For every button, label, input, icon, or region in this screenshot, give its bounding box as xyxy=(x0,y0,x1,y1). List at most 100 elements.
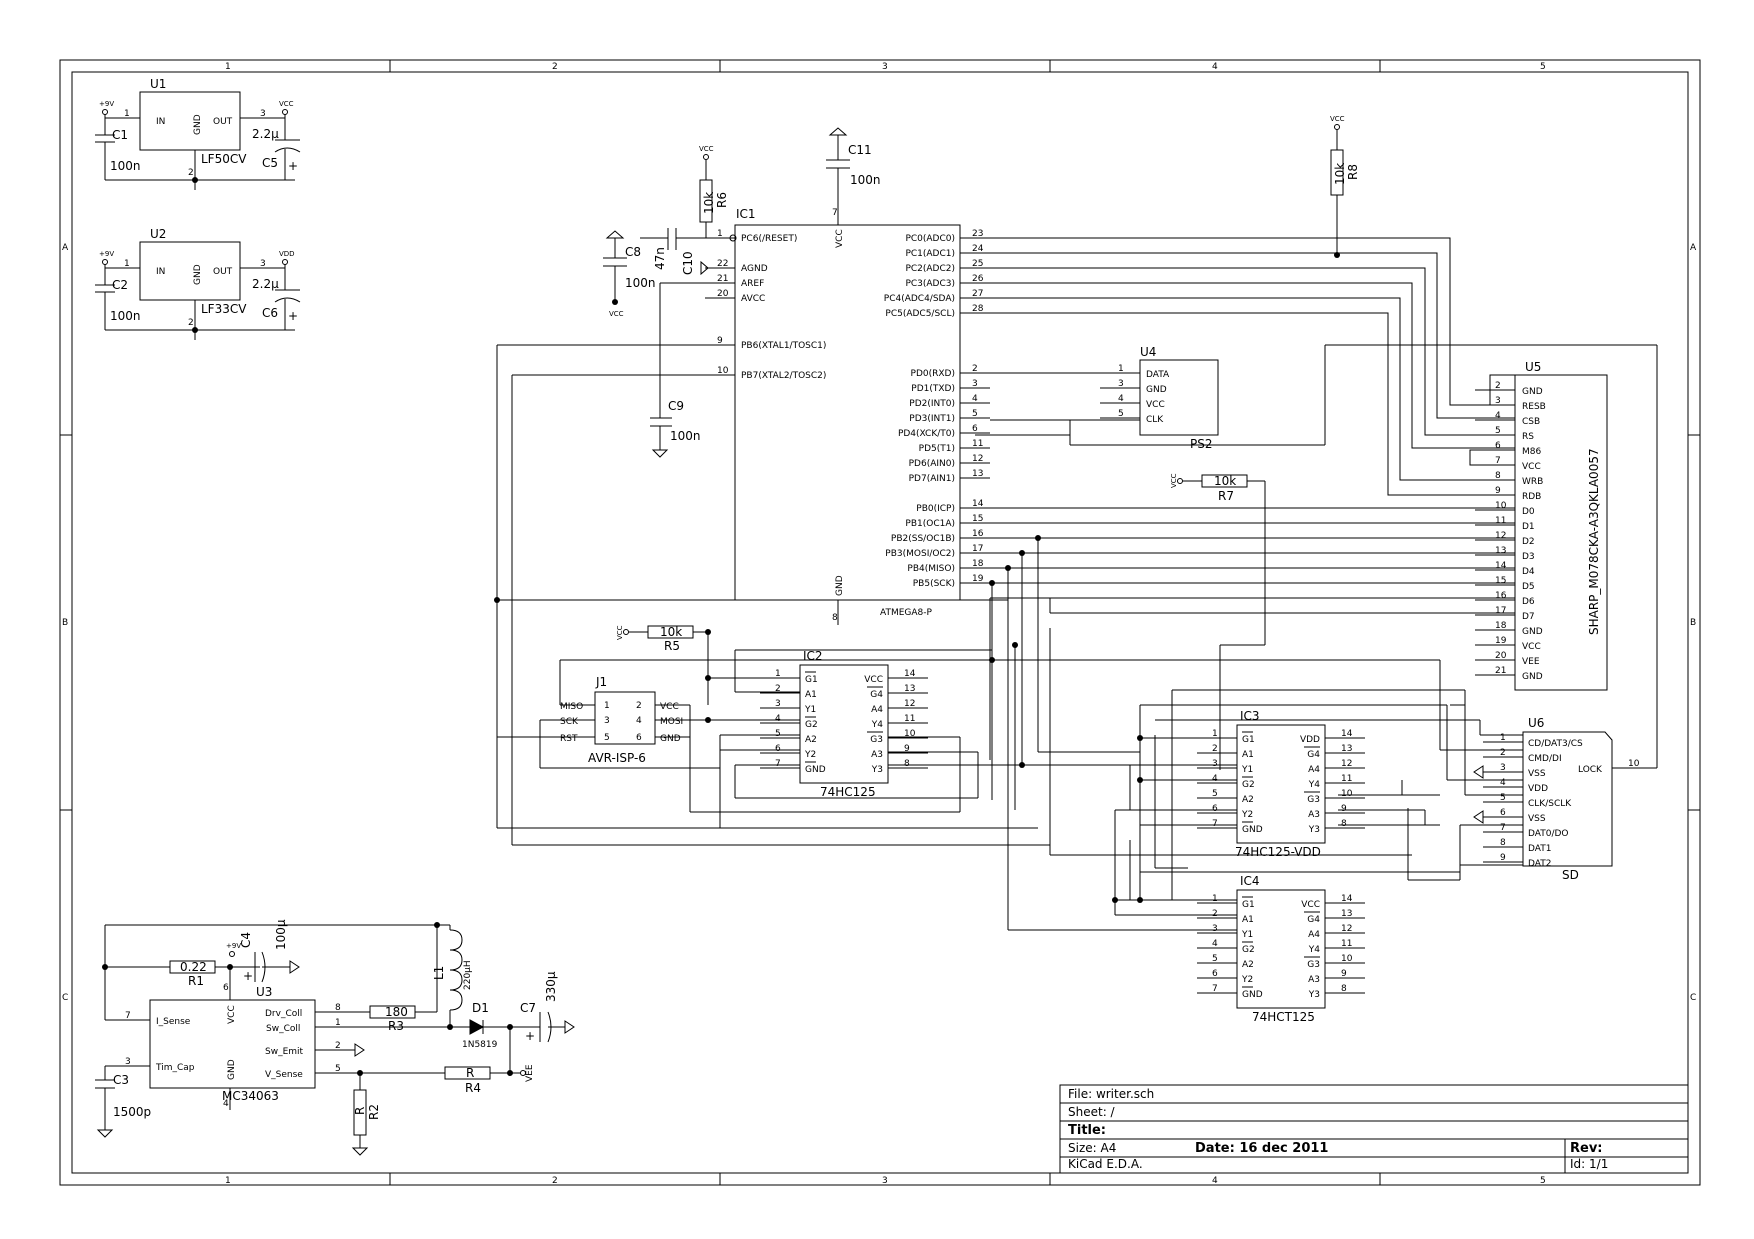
pin-name: G1 xyxy=(1242,900,1255,910)
svg-text:7: 7 xyxy=(125,1011,131,1021)
pin-number: 2 xyxy=(636,701,642,711)
pin-name: PD7(AIN1) xyxy=(909,474,955,484)
svg-text:MC34063: MC34063 xyxy=(222,1089,279,1103)
pin-name: GND xyxy=(660,734,681,744)
svg-text:VCC: VCC xyxy=(1330,115,1345,123)
pin-name: A2 xyxy=(1242,960,1254,970)
row-label: B xyxy=(62,618,68,628)
pin-number: 18 xyxy=(972,559,984,569)
svg-text:C11: C11 xyxy=(848,143,872,157)
pin-number: 7 xyxy=(1212,819,1218,829)
pin-number: 11 xyxy=(1495,516,1506,526)
svg-text:5: 5 xyxy=(335,1064,341,1074)
pin-name: PD1(TXD) xyxy=(911,384,955,394)
svg-text:L1: L1 xyxy=(432,966,446,980)
svg-text:Sw_Coll: Sw_Coll xyxy=(266,1024,300,1034)
pin-number: 19 xyxy=(972,574,984,584)
pin-number: 6 xyxy=(1495,441,1501,451)
pin-number: 1 xyxy=(1212,729,1218,739)
svg-text:C1: C1 xyxy=(112,128,128,142)
pin-name: D5 xyxy=(1522,582,1535,592)
svg-text:R: R xyxy=(353,1107,367,1115)
svg-text:3: 3 xyxy=(260,259,266,269)
pin-name: CSB xyxy=(1522,417,1540,427)
svg-text:2: 2 xyxy=(188,318,194,328)
svg-text:IN: IN xyxy=(156,267,165,277)
svg-text:VCC: VCC xyxy=(227,1005,237,1024)
pin-number: 9 xyxy=(1341,804,1347,814)
pin-name: G3 xyxy=(1307,795,1320,805)
pin-name: VSS xyxy=(1528,814,1546,824)
svg-text:GND: GND xyxy=(193,114,203,135)
svg-text:LOCK: LOCK xyxy=(1578,765,1603,775)
pin-number: 3 xyxy=(1495,396,1501,406)
svg-text:R3: R3 xyxy=(388,1019,404,1033)
pin-name: PC0(ADC0) xyxy=(905,234,955,244)
pin-number: 13 xyxy=(1495,546,1506,556)
svg-text:U6: U6 xyxy=(1528,716,1544,730)
pin-number: 8 xyxy=(1500,838,1506,848)
isp-wires xyxy=(494,344,1440,846)
svg-text:U3: U3 xyxy=(256,985,272,999)
pin-name: PC1(ADC1) xyxy=(905,249,955,259)
pin-number: 4 xyxy=(1495,411,1501,421)
pin-number: 23 xyxy=(972,229,983,239)
pin-number: 2 xyxy=(1495,381,1501,391)
col-label: 3 xyxy=(882,62,888,72)
pin-name: Y1 xyxy=(1241,930,1253,940)
pin-number: 14 xyxy=(904,669,916,679)
title-block: File: writer.sch Sheet: / Title: Size: A… xyxy=(1059,1084,1689,1174)
pin-number: 3 xyxy=(972,379,978,389)
pin-number: 11 xyxy=(972,439,983,449)
svg-text:10k: 10k xyxy=(660,625,682,639)
pin-number: 5 xyxy=(775,729,781,739)
svg-text:2: 2 xyxy=(335,1041,341,1051)
pin-name: PB5(SCK) xyxy=(913,579,955,589)
pin-number: 18 xyxy=(1495,621,1507,631)
pin-name: M86 xyxy=(1522,447,1541,457)
pin-name: VDD xyxy=(1528,784,1548,794)
pin-number: 5 xyxy=(1500,793,1506,803)
pin-name: DAT1 xyxy=(1528,844,1551,854)
regulator-u2: U2 IN OUT GND LF33CV 1 3 2 +9V C2 100n V… xyxy=(95,227,301,340)
pin-number: 9 xyxy=(717,336,723,346)
pin-number: 4 xyxy=(636,716,642,726)
svg-text:SD: SD xyxy=(1562,868,1579,882)
pin-name: A1 xyxy=(805,690,817,700)
pin-name: RESB xyxy=(1522,402,1546,412)
pin-name: WRB xyxy=(1522,477,1543,487)
col-label: 4 xyxy=(1212,1176,1218,1186)
svg-text:IC3: IC3 xyxy=(1240,709,1260,723)
svg-text:10k: 10k xyxy=(1333,163,1347,185)
pin-name: GND xyxy=(1242,825,1263,835)
pin-number: 28 xyxy=(972,304,984,314)
r5: VCC 10k R5 xyxy=(616,625,711,653)
pin-number: 10 xyxy=(1341,789,1353,799)
svg-text:GND: GND xyxy=(227,1059,237,1080)
pin-number: 3 xyxy=(775,699,781,709)
row-label: B xyxy=(1690,618,1696,628)
pin-name: G4 xyxy=(1307,915,1320,925)
svg-text:U2: U2 xyxy=(150,227,166,241)
svg-text:GND: GND xyxy=(193,264,203,285)
svg-text:C6: C6 xyxy=(262,306,278,320)
pin-number: 14 xyxy=(972,499,984,509)
svg-text:100n: 100n xyxy=(625,276,656,290)
pin-name: GND xyxy=(1522,672,1543,682)
pin-name: GND xyxy=(1146,385,1167,395)
pin-name: PB2(SS/OC1B) xyxy=(891,534,955,544)
pin-number: 24 xyxy=(972,244,984,254)
pin-number: 1 xyxy=(717,229,723,239)
tool-label: KiCad E.D.A. xyxy=(1068,1157,1143,1171)
pin-number: 9 xyxy=(1495,486,1501,496)
ic3-74hc125-vdd: IC3 74HC125-VDD 1G12A13Y14G25A26Y27GND14… xyxy=(1197,709,1365,859)
pin-number: 9 xyxy=(1341,969,1347,979)
pin-number: 17 xyxy=(1495,606,1506,616)
pin-number: 5 xyxy=(1118,409,1124,419)
svg-text:VCC: VCC xyxy=(279,100,294,108)
pin-number: 8 xyxy=(1341,984,1347,994)
pin-number: 2 xyxy=(1212,909,1218,919)
pin-number: 7 xyxy=(1500,823,1506,833)
pin-name: PD6(AIN0) xyxy=(909,459,955,469)
svg-text:+: + xyxy=(525,1029,535,1043)
